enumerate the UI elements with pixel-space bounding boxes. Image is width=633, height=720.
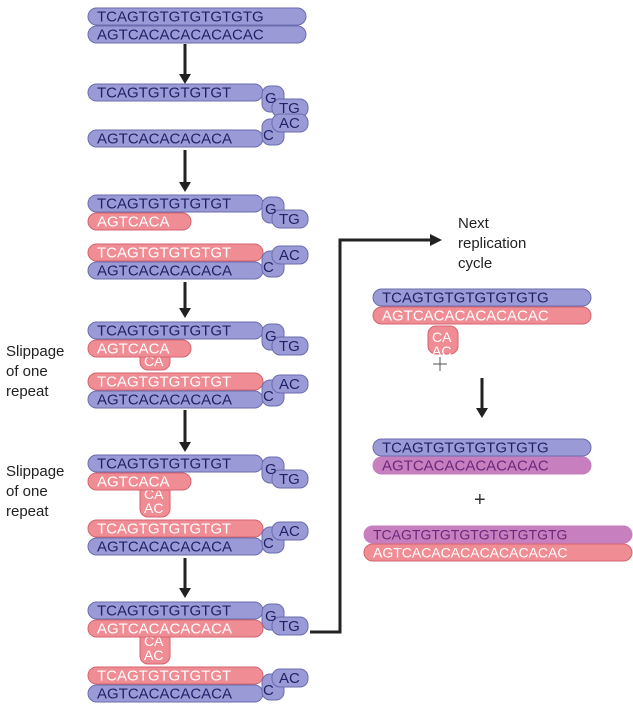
arrow-1-head xyxy=(179,74,191,84)
step4-new2-text: TCAGTGTGTGTGT xyxy=(97,374,231,391)
step5-bottom-loop-tail xyxy=(271,521,309,541)
step4-top-loop-g: G xyxy=(265,328,277,345)
right-bulge-0: CA xyxy=(432,329,452,345)
next-cycle-connector xyxy=(310,238,430,634)
step5-bulge-1: AC xyxy=(144,500,163,516)
step3-new1-bar xyxy=(87,212,192,231)
arrow-right-head xyxy=(476,408,488,418)
step2-top-text: TCAGTGTGTGTGT xyxy=(97,85,231,102)
next-cycle-label: Next replication cycle xyxy=(458,214,526,274)
step6-bottom-loop-tail xyxy=(271,668,309,688)
daughter2-top-text: TCAGTGTGTGTGTGTGTGTG xyxy=(373,527,567,543)
step5-top-loop-tail xyxy=(271,469,309,489)
slippage-label-1-line1: Slippage xyxy=(6,343,65,360)
slippage-label-2-line3: repeat xyxy=(6,503,49,520)
step2-bottom-loop-c: C xyxy=(263,127,274,144)
step1-top-text: TCAGTGTGTGTGTGTG xyxy=(97,9,264,26)
right-bulge xyxy=(427,325,459,355)
step5-bottom-loop-ac: AC xyxy=(279,523,300,540)
step5-bottom-loop-c: C xyxy=(263,535,274,552)
right-pink-text: AGTCACACACACACAC xyxy=(382,308,549,325)
slippage-label-2: Slippage of one repeat xyxy=(6,462,64,522)
right-bulge-1: AC xyxy=(432,343,451,359)
arrow-2-head xyxy=(179,182,191,192)
step3-new2-bar xyxy=(87,243,264,262)
step1-bottom-text: AGTCACACACACACAC xyxy=(97,27,264,44)
step4-new1-text: AGTCACA xyxy=(97,341,170,358)
next-cycle-arrowhead xyxy=(430,234,442,246)
daughter1-bottom-bar xyxy=(372,456,592,475)
step6-new1-text: AGTCACACACACA xyxy=(97,621,232,638)
step4-bottom-text: AGTCACACACACA xyxy=(97,392,232,409)
step6-top-loop-tg: TG xyxy=(279,618,300,635)
daughter1-bottom-text: AGTCACACACACACAC xyxy=(382,458,549,475)
step6-bottom-loop-c: C xyxy=(263,682,274,699)
step6-new1-bar xyxy=(87,619,264,638)
step4-new1-bar xyxy=(87,339,192,358)
step2-top-loop-tg: TG xyxy=(279,100,300,117)
arrow-4-head xyxy=(179,442,191,452)
step3-top-text: TCAGTGTGTGTGT xyxy=(97,196,231,213)
next-cycle-line2: replication xyxy=(458,235,527,252)
next-cycle-line3: cycle xyxy=(458,255,493,272)
step4-top-loop-tail xyxy=(271,336,309,356)
plus-sign: + xyxy=(474,489,486,511)
next-cycle-line1: Next xyxy=(458,215,489,232)
step6-new2-text: TCAGTGTGTGTGT xyxy=(97,668,231,685)
step2-top-loop-g: G xyxy=(265,90,277,107)
step5-new2-text: TCAGTGTGTGTGT xyxy=(97,521,231,538)
step4-bottom-loop-ac: AC xyxy=(279,376,300,393)
step6-top-loop-tail xyxy=(271,616,309,636)
slippage-label-1-line3: repeat xyxy=(6,383,49,400)
step3-new2-text: TCAGTGTGTGTGT xyxy=(97,245,231,262)
slippage-label-2-line1: Slippage xyxy=(6,463,65,480)
step3-new1-text: AGTCACA xyxy=(97,214,170,231)
right-top-bar xyxy=(372,288,592,307)
arrow-3-head xyxy=(179,308,191,318)
daughter2-bottom-text: AGTCACACACACACACACAC xyxy=(373,545,567,561)
step6-top-text: TCAGTGTGTGTGT xyxy=(97,603,231,620)
step4-bottom-loop-c: C xyxy=(263,388,274,405)
step5-new1-bar xyxy=(87,472,192,491)
arrow-5-head xyxy=(179,588,191,598)
step6-bottom-text: AGTCACACACACA xyxy=(97,686,232,703)
step5-top-text: TCAGTGTGTGTGT xyxy=(97,456,231,473)
step2-bottom-loop-tail xyxy=(271,113,309,133)
step3-bottom-loop-ac: AC xyxy=(279,247,300,264)
right-top-text: TCAGTGTGTGTGTGTG xyxy=(382,290,549,307)
right-pink-bar xyxy=(372,306,592,325)
daughter1-top-text: TCAGTGTGTGTGTGTG xyxy=(382,440,549,457)
step4-top-loop-tg: TG xyxy=(279,338,300,355)
step6-bulge-1: AC xyxy=(144,647,163,663)
daughter2-bottom-bar xyxy=(363,543,633,562)
step1-top-bar xyxy=(87,7,307,26)
step3-top-loop-tail xyxy=(271,209,309,229)
daughter2-top-bar xyxy=(363,525,633,544)
step3-bottom-loop-tail xyxy=(271,245,309,265)
step4-bottom-loop-tail xyxy=(271,374,309,394)
step5-new2-bar xyxy=(87,519,264,538)
slippage-label-2-line2: of one xyxy=(6,483,48,500)
step3-top-loop-tg: TG xyxy=(279,211,300,228)
step2-bottom-loop-ac: AC xyxy=(279,115,300,132)
step2-bottom-text: AGTCACACACACA xyxy=(97,131,232,148)
step6-new2-bar xyxy=(87,666,264,685)
slippage-label-1: Slippage of one repeat xyxy=(6,342,64,402)
daughter1-top-bar xyxy=(372,438,592,457)
step1-bottom-bar xyxy=(87,25,307,44)
step4-new2-bar xyxy=(87,372,264,391)
step5-top-loop-tg: TG xyxy=(279,471,300,488)
step6-top-loop-g: G xyxy=(265,608,277,625)
step3-bottom-text: AGTCACACACACA xyxy=(97,263,232,280)
step5-bottom-text: AGTCACACACACA xyxy=(97,539,232,556)
step5-new1-text: AGTCACA xyxy=(97,474,170,491)
step5-top-loop-g: G xyxy=(265,461,277,478)
step4-top-text: TCAGTGTGTGTGT xyxy=(97,323,231,340)
step3-bottom-loop-c: C xyxy=(263,259,274,276)
step3-top-loop-g: G xyxy=(265,201,277,218)
step6-bottom-loop-ac: AC xyxy=(279,670,300,687)
slippage-label-1-line2: of one xyxy=(6,363,48,380)
